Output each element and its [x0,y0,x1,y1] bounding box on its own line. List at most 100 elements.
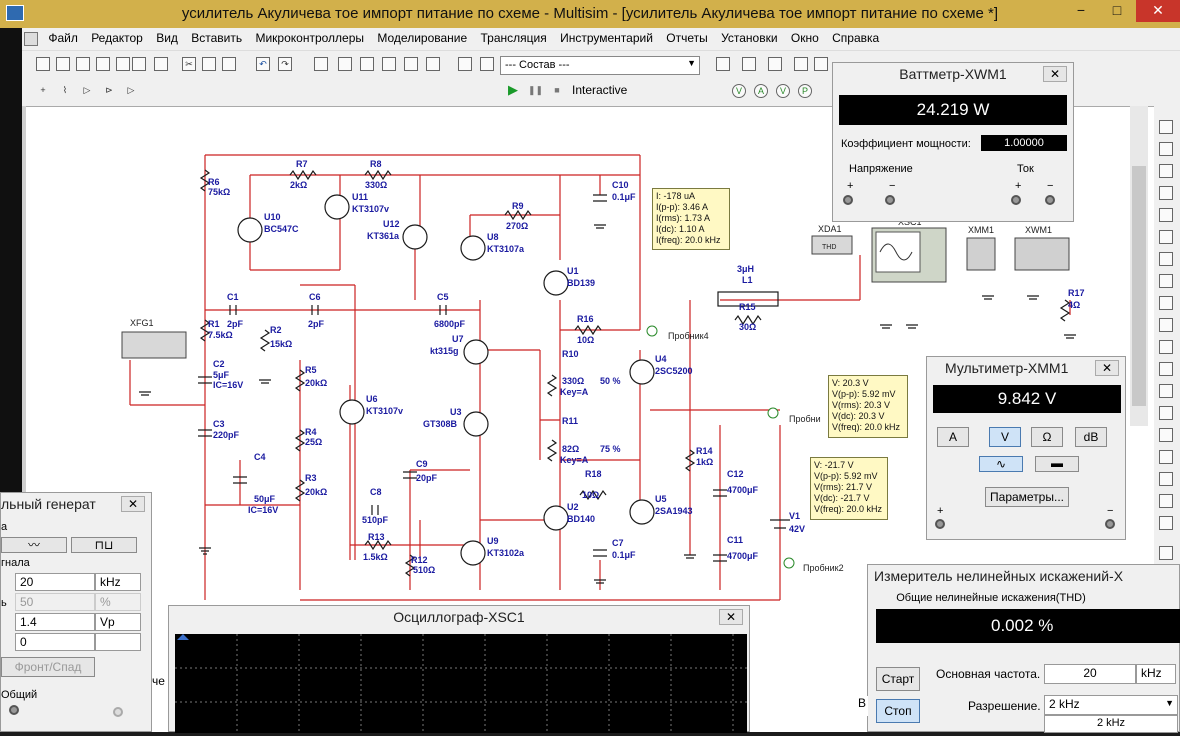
spreadsheet-icon[interactable] [360,57,374,71]
analog-icon[interactable]: ▷ [127,85,135,95]
new-icon[interactable] [36,57,50,71]
rise-fall-button[interactable]: Фронт/Спад [1,657,95,677]
distortion-analyzer-tool-icon[interactable] [1159,362,1173,376]
paste-icon[interactable] [222,57,236,71]
stop-button[interactable]: Стоп [876,699,920,723]
open-icon[interactable] [56,57,70,71]
oscilloscope-tool-icon[interactable] [1159,186,1173,200]
terminal-jack[interactable] [1011,195,1021,205]
bode-plotter-tool-icon[interactable] [1159,230,1173,244]
duty-cycle-input[interactable]: 50 [15,593,95,611]
grid-icon[interactable] [338,57,352,71]
network-analyzer-tool-icon[interactable] [1159,406,1173,420]
terminal-jack[interactable] [113,707,123,717]
grapher-icon[interactable] [382,57,396,71]
agilent-multimeter-tool-icon[interactable] [1159,450,1173,464]
interactive-button[interactable]: Interactive [572,83,628,97]
dc-mode-button[interactable]: ▬ [1035,456,1079,472]
tektronix-scope-tool-icon[interactable] [1159,494,1173,508]
square-wave-button[interactable]: ⊓⊔ [71,537,137,553]
in-use-list-select[interactable]: --- Состав ---▼ [500,56,700,75]
transistor-icon[interactable]: ⊳ [105,85,113,95]
tab-fragment-right[interactable]: B [858,696,868,716]
labview-tool-icon[interactable] [1159,516,1173,530]
terminal-jack[interactable] [843,195,853,205]
oscilloscope-close-button[interactable]: ✕ [719,609,743,625]
logic-converter-tool-icon[interactable] [1159,296,1173,310]
menu-insert[interactable]: Вставить [191,31,243,45]
logic-analyzer-tool-icon[interactable] [1159,318,1173,332]
menu-edit[interactable]: Редактор [91,31,143,45]
word-generator-tool-icon[interactable] [1159,274,1173,288]
four-channel-scope-tool-icon[interactable] [1159,208,1173,222]
ac-mode-button[interactable]: ∿ [979,456,1023,472]
zoom-icon[interactable] [814,57,828,71]
resolution-option[interactable]: 2 kHz [1044,715,1178,733]
open-sample-icon[interactable] [76,57,90,71]
terminal-jack[interactable] [935,519,945,529]
ammeter-mode-button[interactable]: A [937,427,969,447]
multimeter-tool-icon[interactable] [1159,120,1173,134]
voltmeter-mode-button[interactable]: V [989,427,1021,447]
menu-tools[interactable]: Инструментарий [560,31,653,45]
scrollbar-thumb[interactable] [1132,166,1146,406]
close-button[interactable]: ✕ [1136,0,1180,22]
frequency-counter-tool-icon[interactable] [1159,252,1173,266]
probe-v-icon[interactable]: V [732,84,746,98]
menu-help[interactable]: Справка [832,31,880,45]
cut-icon[interactable]: ✂ [182,57,196,71]
maximize-button[interactable]: □ [1112,2,1122,18]
frequency-unit[interactable]: kHz [95,573,141,591]
stop-icon[interactable]: ■ [554,85,560,95]
amplitude-input[interactable]: 1.4 [15,613,95,631]
database-icon[interactable] [426,57,440,71]
fullscreen-icon[interactable] [314,57,328,71]
terminal-jack[interactable] [1045,195,1055,205]
multimeter-close-button[interactable]: ✕ [1095,360,1119,376]
offset-unit[interactable] [95,633,141,651]
print-preview-icon[interactable] [154,57,168,71]
current-probe-tool-icon[interactable] [1159,546,1173,560]
parameters-button[interactable]: Параметры... [985,487,1069,507]
wattmeter-tool-icon[interactable] [1159,164,1173,178]
probe-va-icon[interactable]: V [776,84,790,98]
menu-options[interactable]: Установки [721,31,778,45]
offset-input[interactable]: 0 [15,633,95,651]
component-wizard-icon[interactable] [458,57,472,71]
frequency-input[interactable]: 20 [15,573,95,591]
terminal-jack[interactable] [885,195,895,205]
terminal-jack[interactable] [1105,519,1115,529]
probe-a-icon[interactable]: A [754,84,768,98]
resolution-select[interactable]: 2 kHz▼ [1044,695,1178,715]
erc-icon[interactable] [794,57,808,71]
wattmeter-close-button[interactable]: ✕ [1043,66,1067,82]
agilent-generator-tool-icon[interactable] [1159,428,1173,442]
undo-icon[interactable]: ↶ [256,57,270,71]
run-icon[interactable]: ▶ [508,82,518,97]
agilent-scope-tool-icon[interactable] [1159,472,1173,486]
save-all-icon[interactable] [116,57,130,71]
ohmmeter-mode-button[interactable]: Ω [1031,427,1063,447]
netlist-icon[interactable] [716,57,730,71]
menu-transfer[interactable]: Трансляция [480,31,547,45]
spectrum-analyzer-tool-icon[interactable] [1159,384,1173,398]
amplitude-unit[interactable]: Vp [95,613,141,631]
start-button[interactable]: Старт [876,667,920,691]
menu-window[interactable]: Окно [790,31,819,45]
probe-p-icon[interactable]: P [798,84,812,98]
postprocessor-icon[interactable] [404,57,418,71]
iv-analyzer-tool-icon[interactable] [1159,340,1173,354]
forward-annotate-icon[interactable] [768,57,782,71]
vertical-scrollbar[interactable] [1130,106,1148,426]
decibel-mode-button[interactable]: dB [1075,427,1107,447]
menu-simulate[interactable]: Моделирование [377,31,468,45]
tab-fragment[interactable]: че [152,674,168,694]
print-icon[interactable] [132,57,146,71]
sine-wave-button[interactable]: 〰 [1,537,67,553]
fundamental-freq-unit[interactable]: kHz [1136,664,1176,684]
basic-icon[interactable]: ⌇ [62,85,68,95]
menu-reports[interactable]: Отчеты [666,31,708,45]
generator-close-button[interactable]: ✕ [121,496,145,512]
duty-cycle-unit[interactable]: % [95,593,141,611]
source-icon[interactable]: + [40,85,46,95]
